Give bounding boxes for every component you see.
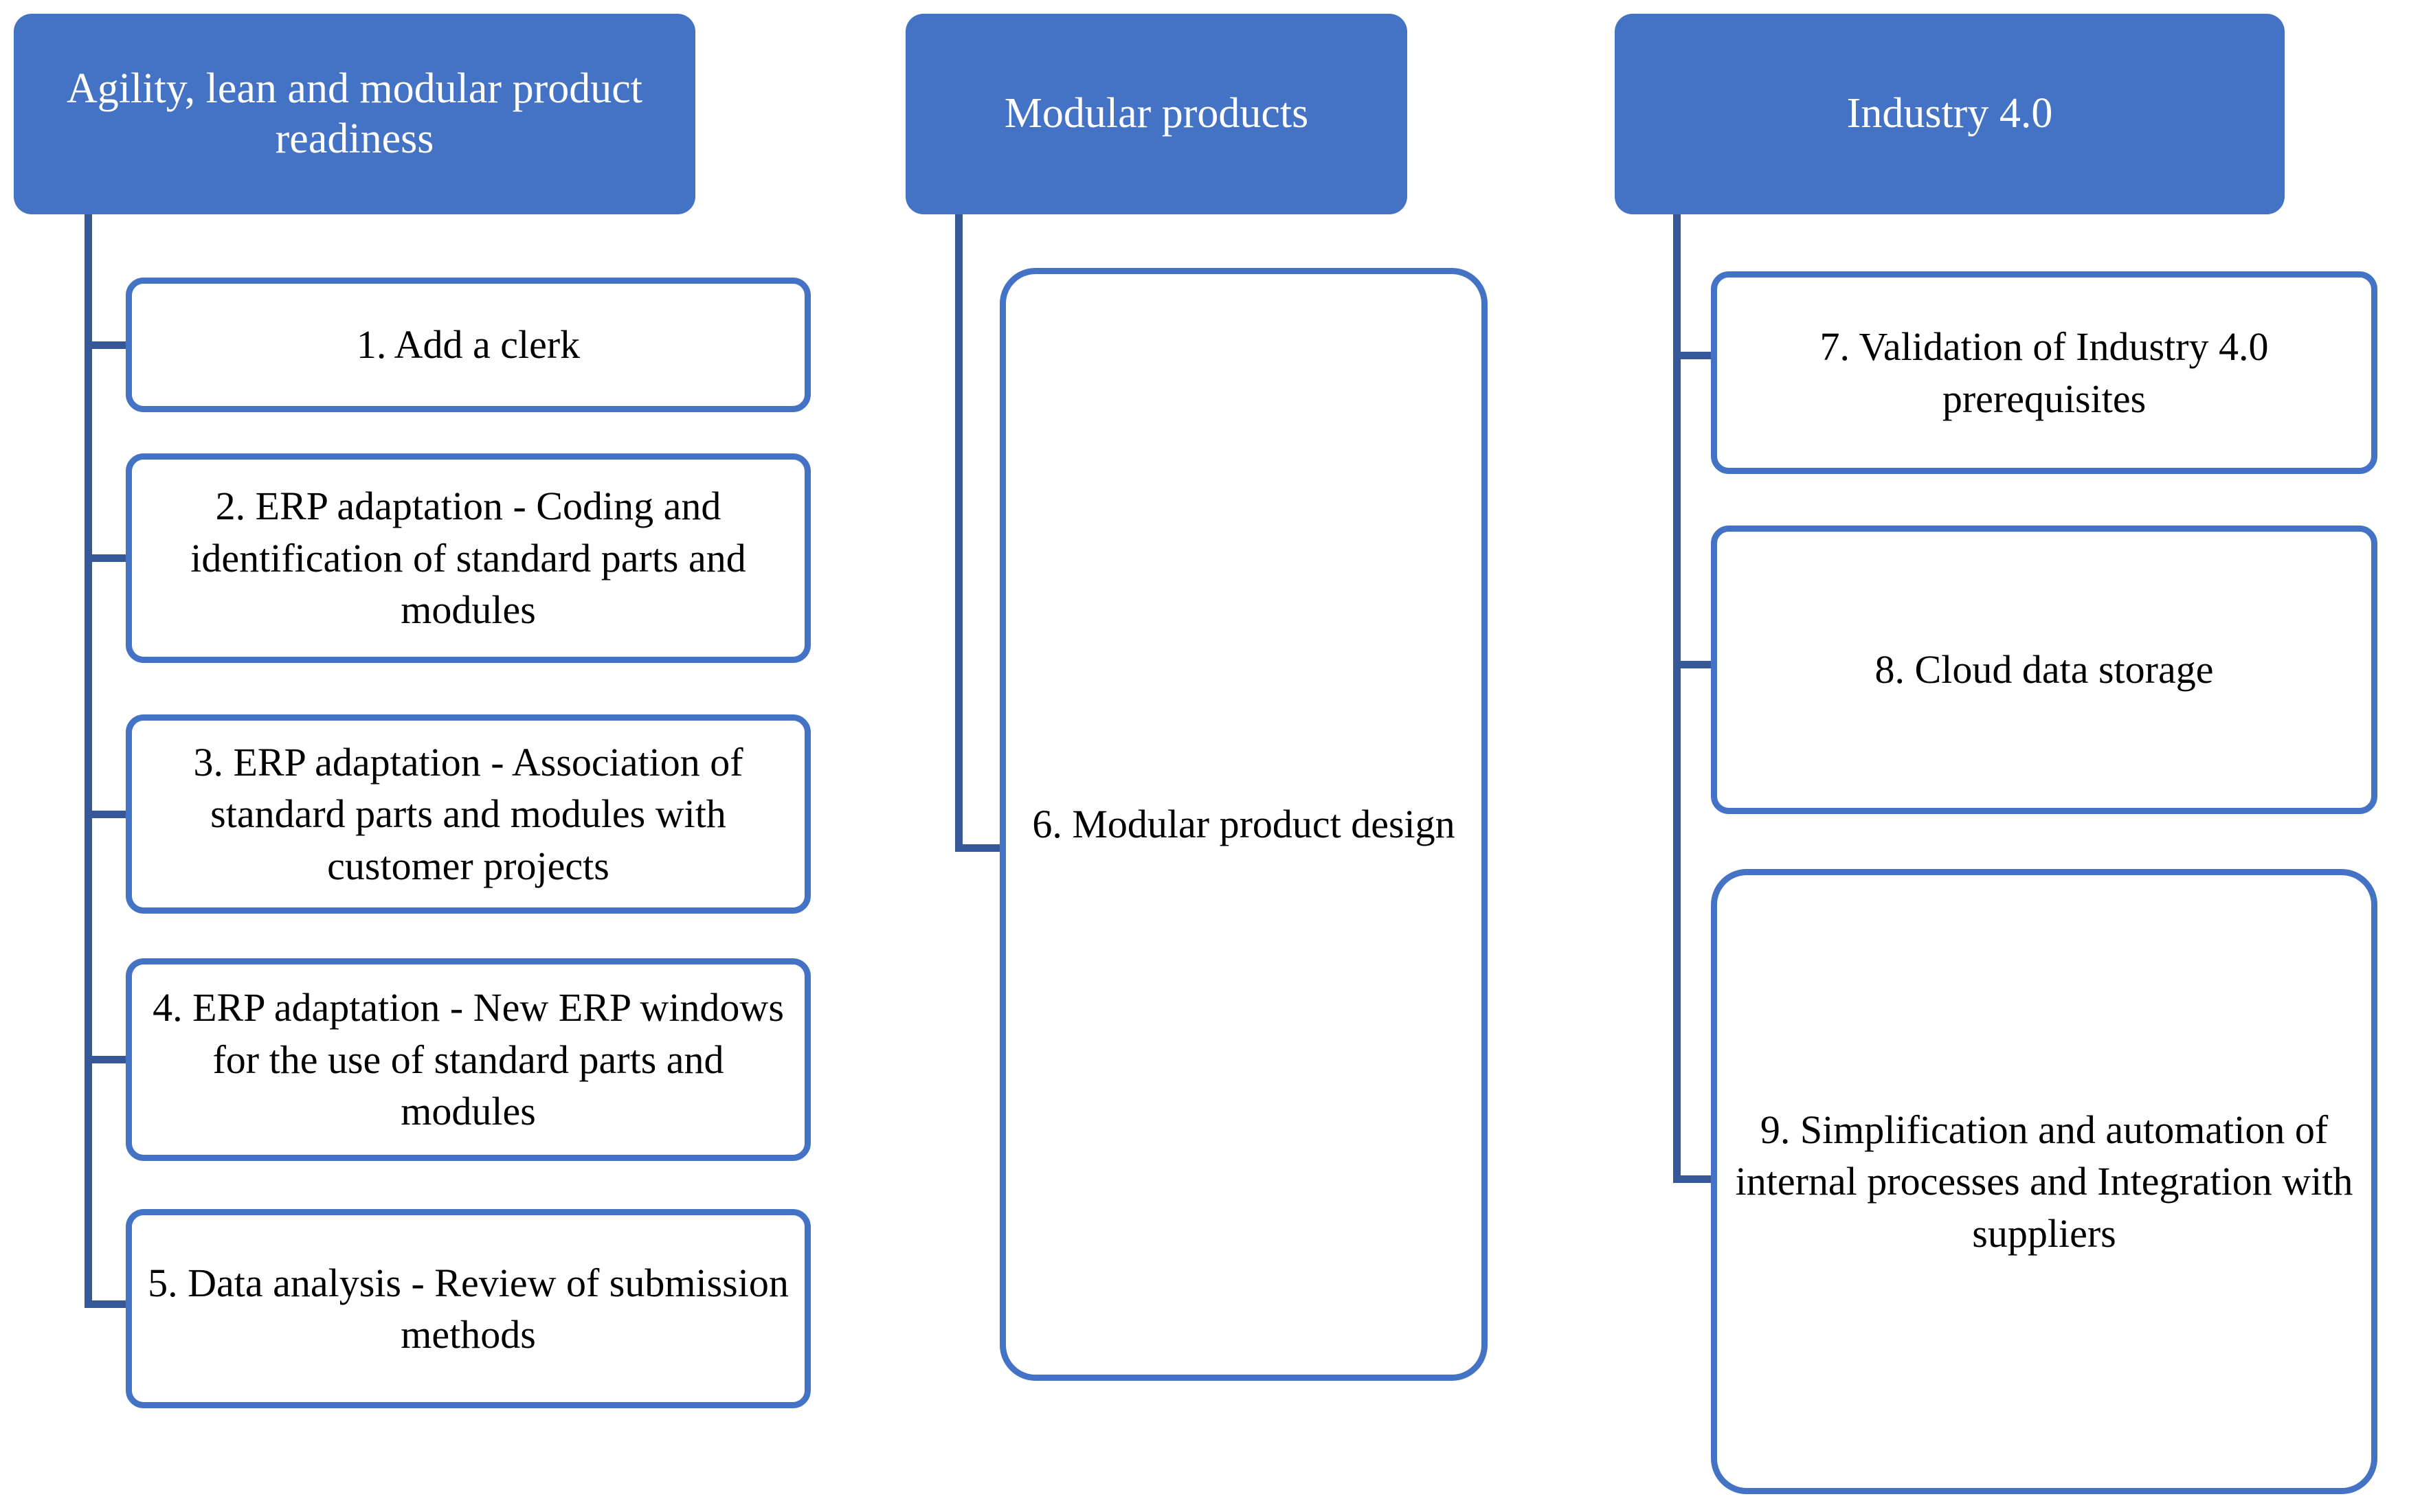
connector-stub-industry-7 — [1673, 352, 1714, 359]
item-box-9-label: 9. Simplification and automation of inte… — [1735, 1107, 2353, 1256]
connector-stub-agility-2 — [85, 554, 127, 562]
connector-trunk-agility — [85, 214, 92, 1308]
connector-stub-industry-8 — [1673, 661, 1714, 668]
item-box-9[interactable]: 9. Simplification and automation of inte… — [1711, 869, 2377, 1494]
connector-stub-agility-1 — [85, 341, 127, 349]
item-box-4[interactable]: 4. ERP adaptation - New ERP windows for … — [126, 958, 811, 1161]
item-box-5-label: 5. Data analysis - Review of submission … — [148, 1260, 789, 1357]
connector-stub-agility-5 — [85, 1300, 127, 1308]
connector-stub-industry-9 — [1673, 1175, 1714, 1183]
item-box-6[interactable]: 6. Modular product design — [1000, 268, 1488, 1381]
item-box-8-label: 8. Cloud data storage — [1874, 647, 2214, 692]
item-box-3-label: 3. ERP adaptation - Association of stand… — [193, 739, 743, 888]
column-header-agility[interactable]: Agility, lean and modular product readin… — [14, 14, 695, 214]
connector-stub-agility-4 — [85, 1056, 127, 1063]
item-box-2[interactable]: 2. ERP adaptation - Coding and identific… — [126, 453, 811, 663]
item-box-1[interactable]: 1. Add a clerk — [126, 278, 811, 412]
item-box-2-label: 2. ERP adaptation - Coding and identific… — [190, 484, 746, 633]
item-box-1-label: 1. Add a clerk — [356, 322, 581, 368]
connector-stub-modular-6 — [955, 844, 1003, 852]
column-header-agility-label: Agility, lean and modular product readin… — [67, 65, 642, 162]
connector-trunk-modular — [955, 214, 963, 852]
column-header-industry[interactable]: Industry 4.0 — [1615, 14, 2285, 214]
item-box-7[interactable]: 7. Validation of Industry 4.0 prerequisi… — [1711, 271, 2377, 474]
item-box-7-label: 7. Validation of Industry 4.0 prerequisi… — [1819, 324, 2269, 421]
item-box-6-label: 6. Modular product design — [1032, 802, 1455, 847]
column-header-industry-label: Industry 4.0 — [1846, 90, 2053, 137]
item-box-5[interactable]: 5. Data analysis - Review of submission … — [126, 1209, 811, 1408]
connector-trunk-industry — [1673, 214, 1681, 1183]
item-box-4-label: 4. ERP adaptation - New ERP windows for … — [153, 985, 784, 1134]
column-header-modular-label: Modular products — [1004, 90, 1309, 137]
item-box-8[interactable]: 8. Cloud data storage — [1711, 526, 2377, 814]
item-box-3[interactable]: 3. ERP adaptation - Association of stand… — [126, 714, 811, 914]
column-header-modular[interactable]: Modular products — [906, 14, 1407, 214]
connector-stub-agility-3 — [85, 811, 127, 818]
